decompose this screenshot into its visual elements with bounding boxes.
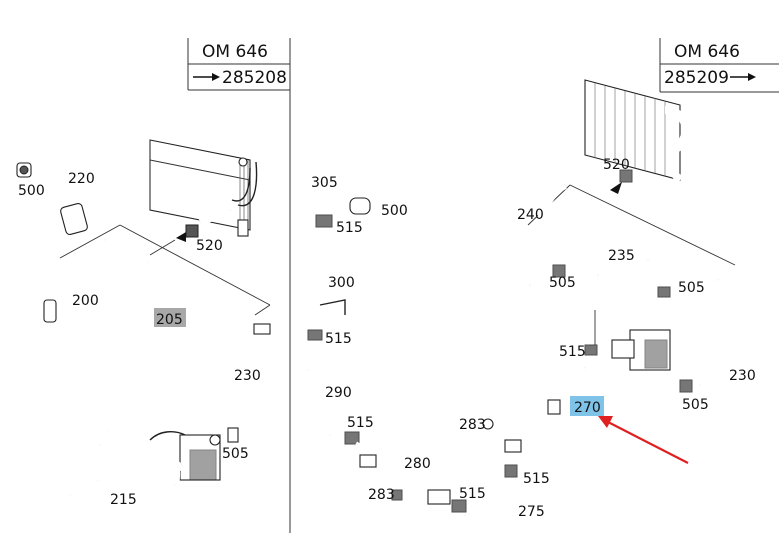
hose-240 bbox=[523, 181, 568, 287]
hose-205 bbox=[94, 258, 150, 391]
label-230-left: 230 bbox=[234, 368, 261, 384]
left-ref-number: 285208 bbox=[222, 68, 287, 88]
hose-290 bbox=[302, 368, 360, 445]
hose-200 bbox=[43, 238, 109, 323]
label-283-a: 283 bbox=[368, 487, 395, 503]
label-515-d: 515 bbox=[459, 486, 486, 502]
highlight-270 bbox=[570, 396, 604, 416]
red-pointer-arrow bbox=[598, 416, 689, 464]
label-220: 220 bbox=[68, 171, 95, 187]
pipe-270 bbox=[482, 366, 589, 453]
pump-assembly-left bbox=[68, 427, 239, 499]
label-283-b: 283 bbox=[459, 417, 486, 433]
label-515-e: 515 bbox=[559, 344, 586, 360]
pump-assembly-right bbox=[584, 329, 671, 371]
label-505-c: 505 bbox=[678, 280, 705, 296]
label-500-b: 500 bbox=[381, 203, 408, 219]
label-300: 300 bbox=[328, 275, 355, 291]
label-240: 240 bbox=[517, 207, 544, 223]
label-230-right: 230 bbox=[729, 368, 756, 384]
label-275: 275 bbox=[518, 504, 545, 520]
label-500: 500 bbox=[18, 183, 45, 199]
left-ref-arrow-icon bbox=[212, 73, 220, 81]
hose-230-left bbox=[230, 323, 276, 438]
radiator-left bbox=[149, 139, 258, 237]
leader-lines-left bbox=[59, 224, 271, 316]
left-engine-code: OM 646 bbox=[202, 42, 268, 62]
right-ref-arrow-icon bbox=[748, 73, 756, 81]
label-305: 305 bbox=[311, 175, 338, 191]
highlight-205 bbox=[154, 308, 186, 327]
label-270: 270 bbox=[574, 400, 601, 416]
label-290: 290 bbox=[325, 385, 352, 401]
label-515-c: 515 bbox=[347, 415, 374, 431]
label-200: 200 bbox=[72, 293, 99, 309]
label-215: 215 bbox=[110, 492, 137, 508]
hose-275 bbox=[461, 464, 520, 522]
radiator-right bbox=[584, 79, 690, 194]
clamp-520-left bbox=[176, 206, 232, 242]
pipe-300 bbox=[307, 231, 346, 341]
label-235: 235 bbox=[608, 248, 635, 264]
label-520-b: 520 bbox=[603, 157, 630, 173]
label-505-left: 505 bbox=[222, 446, 249, 462]
label-280: 280 bbox=[404, 456, 431, 472]
label-205: 205 bbox=[156, 312, 183, 328]
label-505-b: 505 bbox=[549, 275, 576, 291]
hose-220 bbox=[16, 162, 88, 236]
hose-235 bbox=[595, 252, 671, 331]
right-engine-code: OM 646 bbox=[674, 42, 740, 62]
label-520: 520 bbox=[196, 238, 223, 254]
label-515-b: 515 bbox=[325, 331, 352, 347]
label-515-a: 515 bbox=[336, 220, 363, 236]
right-ref-number: 285209 bbox=[664, 68, 729, 88]
right-reference-box: OM 646 285209 bbox=[659, 38, 779, 93]
hose-230-right bbox=[679, 277, 741, 393]
hose-305 bbox=[315, 184, 371, 228]
label-505-d: 505 bbox=[682, 397, 709, 413]
label-515-f: 515 bbox=[523, 471, 550, 487]
pipe-280 bbox=[352, 441, 467, 513]
left-reference-box: OM 646 285208 bbox=[187, 38, 290, 91]
